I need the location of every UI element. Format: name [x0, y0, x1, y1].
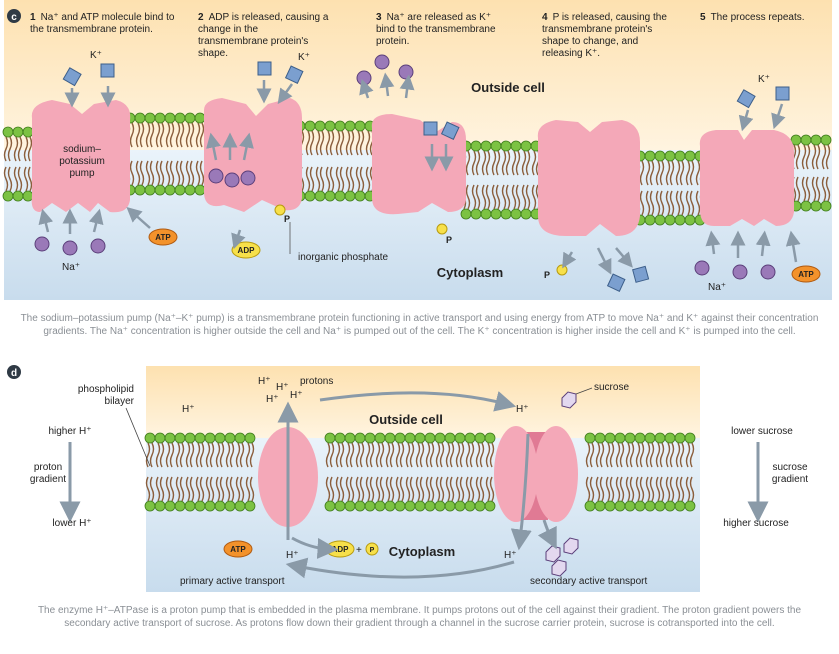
- k-bound-2: [440, 121, 460, 140]
- h-outside-2: H⁺: [516, 404, 529, 415]
- phosphate-3: [436, 223, 448, 235]
- k-released-1: [606, 273, 626, 292]
- p-label-2: P: [284, 214, 290, 224]
- p-label-3: P: [446, 235, 452, 245]
- k-label-5: K⁺: [758, 74, 770, 85]
- phosphate-d: P: [365, 542, 379, 556]
- svg-text:H⁺: H⁺: [290, 390, 303, 401]
- secondary-transport-label: secondary active transport: [530, 576, 648, 587]
- h-outside-1: H⁺: [182, 404, 195, 415]
- pump-state-5: [699, 130, 794, 226]
- outside-region-d: [146, 366, 700, 438]
- higher-sucrose-label: higher sucrose: [723, 518, 789, 529]
- svg-text:H⁺: H⁺: [276, 382, 289, 393]
- adp-d: ADP: [325, 540, 355, 558]
- higher-h-label: higher H⁺: [48, 426, 91, 437]
- k-ions-outside-2: [257, 61, 304, 84]
- p-label-4: P: [544, 270, 550, 280]
- pump-state-1: [31, 100, 131, 213]
- phosphate-4: [556, 264, 568, 276]
- arrows-d: [277, 391, 557, 579]
- sucrose-carrier: [494, 426, 578, 522]
- na-label-1: Na⁺: [62, 262, 80, 273]
- lower-sucrose-label: lower sucrose: [731, 426, 793, 437]
- lower-h-label: lower H⁺: [52, 518, 91, 529]
- membrane-d: [144, 432, 696, 512]
- arrows-c: [38, 72, 801, 275]
- k-bound-1: [423, 121, 438, 136]
- k-released-2: [632, 265, 650, 283]
- atp-c-1: ATP: [148, 228, 178, 246]
- svg-text:ADP: ADP: [238, 246, 256, 255]
- k-label-1: K⁺: [90, 50, 102, 61]
- k-label-2: K⁺: [298, 52, 310, 63]
- sucrose-inside: [545, 537, 579, 577]
- plus-sign: +: [356, 545, 362, 556]
- svg-text:ATP: ATP: [155, 233, 171, 242]
- svg-text:ATP: ATP: [230, 545, 246, 554]
- svg-text:P: P: [370, 547, 375, 554]
- na-ions-cytoplasm-5: [694, 260, 776, 280]
- outside-cell-label-d: Outside cell: [369, 412, 443, 427]
- h-inside-2: H⁺: [504, 550, 517, 561]
- svg-text:H⁺: H⁺: [266, 394, 279, 405]
- cytoplasm-label-d: Cytoplasm: [389, 544, 455, 559]
- na-bound-2: [208, 168, 256, 188]
- na-label-5: Na⁺: [708, 282, 726, 293]
- protons-label: protons: [300, 376, 333, 387]
- caption-d: The enzyme H⁺–ATPase is a proton pump th…: [37, 605, 802, 629]
- h-inside-1: H⁺: [286, 550, 299, 561]
- atp-c-5: ATP: [791, 265, 821, 283]
- pump-state-2: [204, 98, 302, 212]
- pump-state-4: [537, 120, 640, 236]
- sucrose-label: sucrose: [594, 382, 629, 393]
- adp-c: ADP: [231, 241, 261, 259]
- sucrose-icon: [561, 391, 577, 409]
- cytoplasm-label-c: Cytoplasm: [437, 265, 503, 280]
- protons-cluster: H⁺ H⁺ H⁺ H⁺: [258, 376, 303, 405]
- k-ions-outside-1: [62, 63, 115, 87]
- svg-text:ATP: ATP: [798, 270, 814, 279]
- cytoplasm-region-d: [146, 438, 700, 592]
- primary-transport-label: primary active transport: [180, 576, 285, 587]
- panel-d-letter: d: [11, 368, 17, 379]
- atp-d: ATP: [223, 540, 253, 558]
- panel-c-letter: c: [11, 12, 17, 23]
- inorganic-phosphate-label: inorganic phosphate: [298, 252, 389, 263]
- k-ions-outside-5: [736, 86, 790, 109]
- caption-c: The sodium–potassium pump (Na⁺–K⁺ pump) …: [20, 313, 819, 337]
- phosphate-bound: [274, 204, 286, 216]
- outside-cell-label-c: Outside cell: [471, 80, 545, 95]
- pump-state-3: [371, 114, 466, 215]
- na-ions-cytoplasm-1: [34, 236, 106, 256]
- svg-text:H⁺: H⁺: [258, 376, 271, 387]
- svg-text:ADP: ADP: [332, 545, 350, 554]
